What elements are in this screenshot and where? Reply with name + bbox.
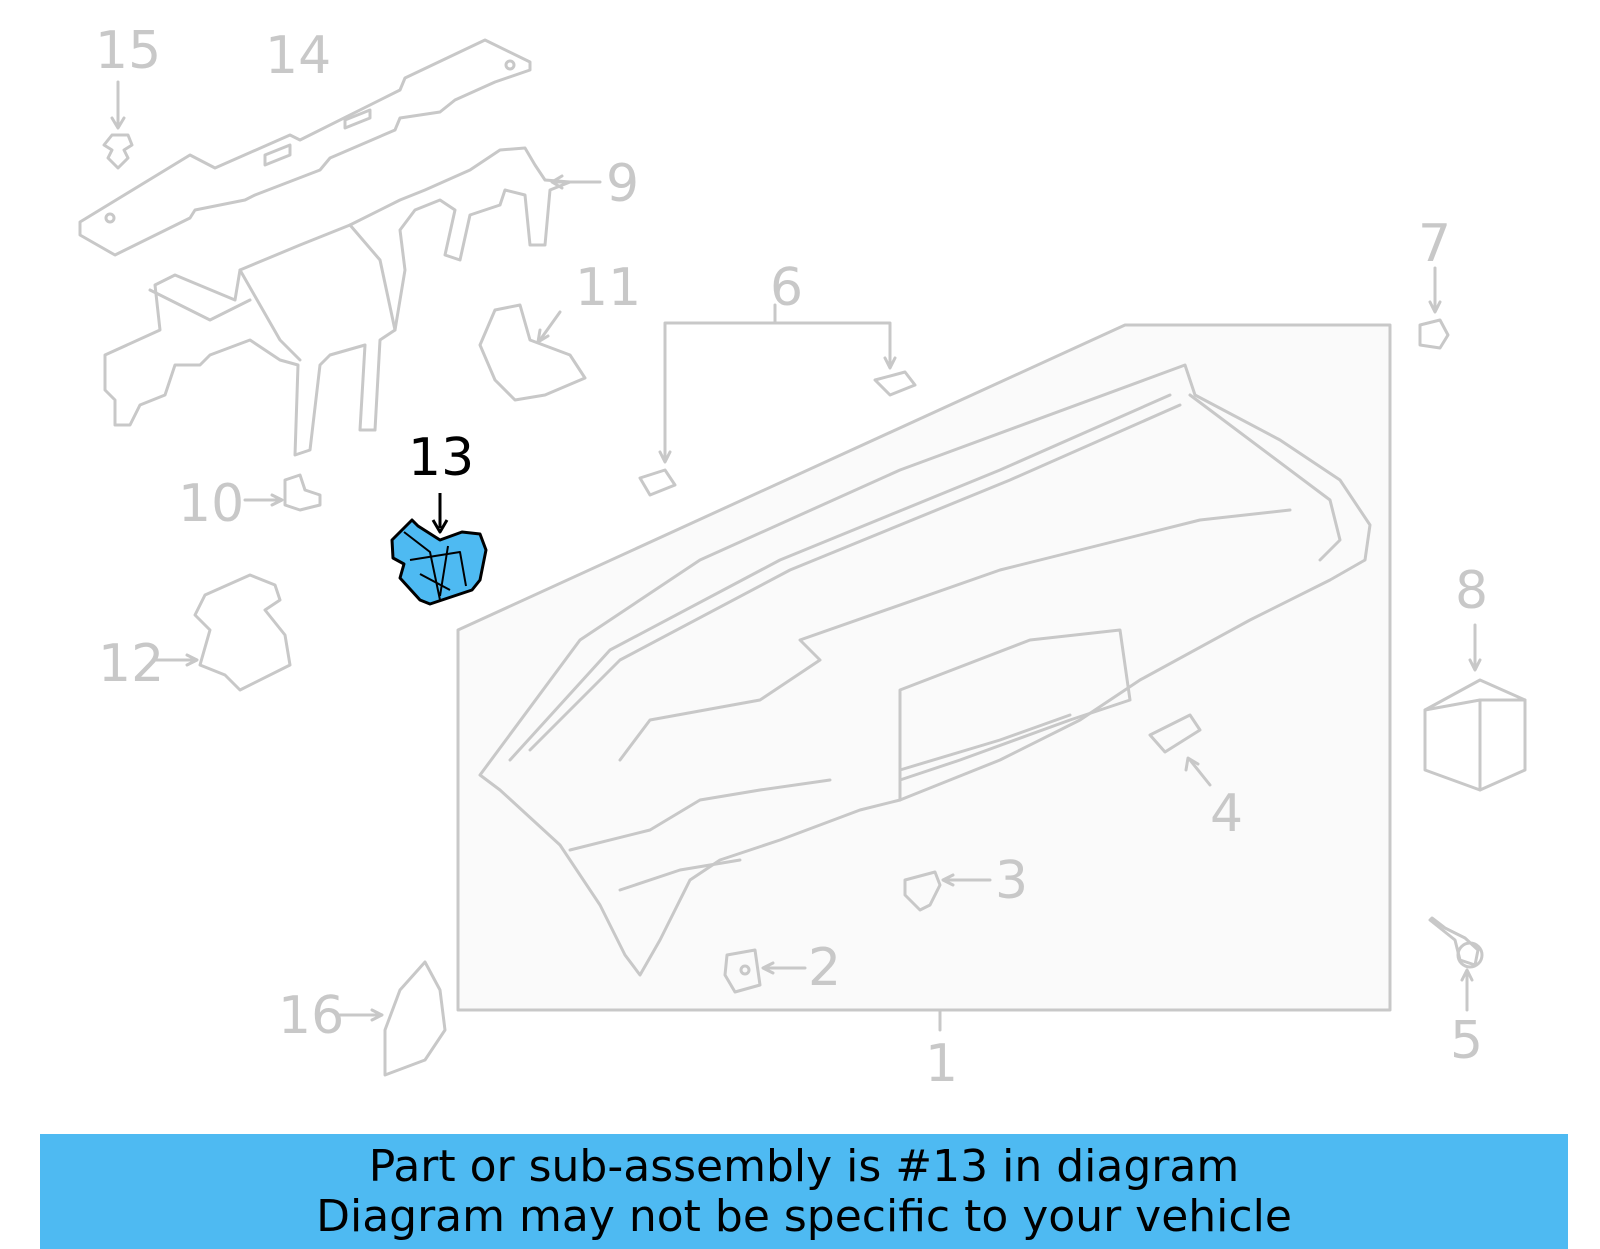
callout-3: 3 bbox=[995, 851, 1029, 911]
part-2-nut bbox=[723, 948, 807, 994]
part-14-bracket-plate bbox=[78, 38, 532, 257]
part-3-clip bbox=[903, 870, 992, 912]
part-1-instrument-panel bbox=[456, 323, 1392, 1032]
banner-disclaimer-line: Diagram may not be specific to your vehi… bbox=[316, 1190, 1292, 1242]
callout-4: 4 bbox=[1210, 784, 1244, 844]
callout-14: 14 bbox=[265, 26, 332, 86]
part-6-clips bbox=[638, 303, 917, 497]
callout-12: 12 bbox=[98, 634, 165, 694]
part-11-bracket bbox=[478, 303, 587, 402]
part-12-duct bbox=[153, 573, 292, 692]
part-5-screw bbox=[1428, 916, 1484, 1012]
caption-banner: Part or sub-assembly is #13 in diagram D… bbox=[40, 1134, 1568, 1249]
callout-16: 16 bbox=[278, 986, 345, 1046]
part-7-clip bbox=[1418, 266, 1450, 350]
part-15-clip bbox=[102, 80, 134, 170]
callout-1: 1 bbox=[925, 1034, 959, 1094]
callout-9: 9 bbox=[606, 154, 640, 214]
callout-10: 10 bbox=[178, 474, 245, 534]
callout-6: 6 bbox=[770, 258, 804, 318]
callout-2: 2 bbox=[808, 938, 842, 998]
callout-8: 8 bbox=[1455, 561, 1489, 621]
part-4-clip bbox=[1148, 713, 1212, 787]
callout-15: 15 bbox=[95, 21, 162, 81]
part-16-end-cap bbox=[338, 960, 447, 1077]
part-10-clip bbox=[243, 473, 322, 512]
callout-5: 5 bbox=[1450, 1011, 1484, 1071]
callout-11: 11 bbox=[575, 258, 642, 318]
part-9-cross-car-beam bbox=[103, 146, 602, 457]
part-8-module bbox=[1423, 623, 1527, 792]
callout-7: 7 bbox=[1418, 214, 1452, 274]
part-13-highlighted bbox=[390, 493, 488, 606]
banner-part-line: Part or sub-assembly is #13 in diagram bbox=[368, 1140, 1240, 1192]
callout-13: 13 bbox=[408, 428, 475, 488]
